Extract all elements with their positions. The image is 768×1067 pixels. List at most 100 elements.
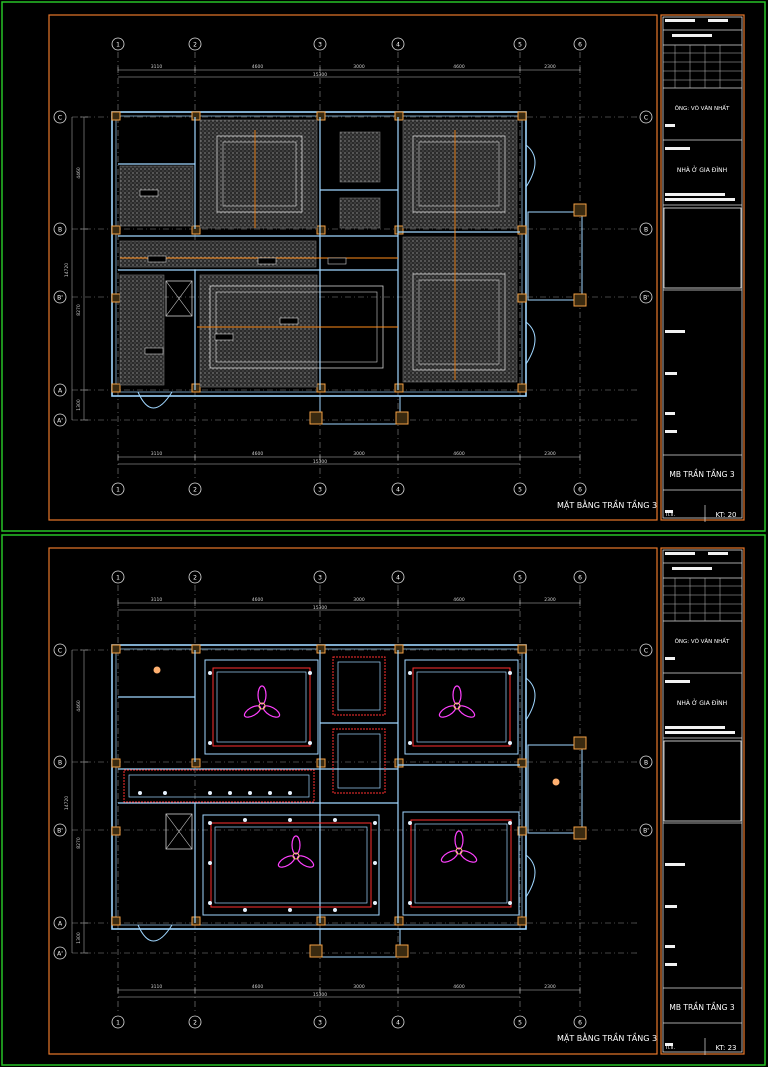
title-block: [660, 14, 745, 521]
ceiling-coffer-inner: [418, 279, 500, 365]
dimension-text: 4600: [453, 984, 465, 990]
fan-blade: [291, 835, 301, 855]
title-block: [660, 547, 745, 1055]
level-tag: [279, 317, 299, 325]
title-block-placeholder: [665, 945, 675, 948]
balcony-column: [573, 826, 587, 840]
title-block-placeholder: [665, 552, 695, 555]
bay-window: [525, 144, 536, 188]
grid-bubble-label: A': [57, 951, 63, 958]
downlight: [408, 741, 412, 745]
grid-bubble-label: 4: [396, 42, 400, 49]
sheet-code-text: KT: 20: [715, 511, 736, 519]
fan-blade: [452, 685, 462, 705]
dimension-overall-text: 15300: [313, 605, 327, 611]
project-text: NHÀ Ở GIA ĐÌNH: [677, 166, 727, 174]
dimension-text: 3000: [353, 984, 365, 990]
dimension-overall-text: 15300: [313, 992, 327, 998]
downlight: [373, 861, 377, 865]
ceiling-panel: [337, 661, 381, 711]
dimension-text: 2300: [544, 64, 556, 70]
title-block-placeholder: [665, 430, 677, 433]
downlight: [243, 818, 247, 822]
level-tag: [214, 333, 234, 341]
title-block-inner: [662, 549, 743, 1053]
drawing-title: MẶT BẰNG TRẦN TẦNG 3: [557, 498, 657, 511]
title-block-placeholder: [665, 510, 673, 513]
grid-bubble-label: 4: [396, 487, 400, 494]
sheet-border: [1, 1, 766, 532]
fan-blade: [277, 855, 296, 868]
structural-column: [316, 644, 326, 654]
grid-bubble-label: 6: [578, 42, 582, 49]
ceiling-led-strip: [332, 728, 386, 794]
structural-column: [517, 293, 527, 303]
ceiling-coffer: [204, 659, 319, 755]
structural-column: [394, 383, 404, 393]
structural-column: [111, 111, 121, 121]
level-tag: [144, 347, 164, 355]
structural-column: [517, 111, 527, 121]
grid-bubble: [639, 290, 653, 304]
grid-bubble: [53, 290, 67, 304]
ref-label-text: II.II.: [666, 512, 675, 518]
dimension-text: 4600: [453, 451, 465, 457]
grid-bubble-label: 2: [193, 575, 197, 582]
grid-bubble-label: 5: [518, 487, 522, 494]
structural-column: [191, 916, 201, 926]
grid-bubble-label: C: [58, 115, 62, 122]
owner-text: ÔNG: VÕ VĂN NHẤT: [675, 637, 730, 645]
dimension-text: 4600: [453, 64, 465, 70]
title-block-placeholder: [665, 863, 685, 866]
ceiling-led-strip: [410, 819, 512, 908]
structural-column: [191, 225, 201, 235]
dimension-text: 4600: [252, 451, 264, 457]
dimension-text: 8270: [76, 304, 82, 316]
grid-bubble: [513, 1015, 527, 1029]
drawing-title: MẶT BẰNG TRẦN TẦNG 3: [557, 1031, 657, 1044]
title-block-placeholder: [665, 147, 690, 150]
grid-bubble-label: C: [58, 648, 62, 655]
ceiling-coffer-inner: [222, 141, 297, 207]
grid-bubble: [53, 755, 67, 769]
grid-bubble: [313, 482, 327, 496]
owner-text: ÔNG: VÕ VĂN NHẤT: [675, 104, 730, 112]
drawing-frame: [48, 547, 658, 1055]
grid-bubble-label: B: [58, 760, 62, 767]
ceiling-led-strip: [332, 656, 386, 716]
downlight: [208, 821, 212, 825]
fan-blade: [454, 830, 464, 850]
downlight: [508, 741, 512, 745]
ceiling-coffer: [412, 135, 506, 213]
grid-bubble: [313, 570, 327, 584]
ceiling-fan-icon: [438, 685, 476, 718]
bay-window: [525, 677, 536, 721]
downlight: [163, 791, 167, 795]
grid-bubble: [573, 482, 587, 496]
grid-bubble-label: B: [644, 760, 648, 767]
floor-plan: [111, 111, 587, 425]
dimension-text: 3110: [151, 597, 163, 603]
structural-column: [316, 383, 326, 393]
sheet-border: [1, 534, 766, 1066]
structural-column: [191, 758, 201, 768]
hatched-ceiling: [339, 197, 381, 229]
level-tag: [327, 257, 347, 265]
fan-blade: [457, 705, 476, 718]
dimension-text: 4460: [76, 700, 82, 712]
ceiling-panel: [128, 774, 310, 798]
grid-bubble: [573, 37, 587, 51]
grid-bubble-label: 6: [578, 1020, 582, 1027]
structural-column: [517, 383, 527, 393]
structural-column: [316, 111, 326, 121]
dimension-text: 1300: [76, 932, 82, 944]
grid-bubble-label: A: [58, 388, 63, 395]
ceiling-coffer: [402, 811, 520, 916]
grid-bubble-label: 2: [193, 487, 197, 494]
ceiling-coffer-inner: [414, 823, 508, 904]
downlight: [138, 791, 142, 795]
downlight: [208, 791, 212, 795]
